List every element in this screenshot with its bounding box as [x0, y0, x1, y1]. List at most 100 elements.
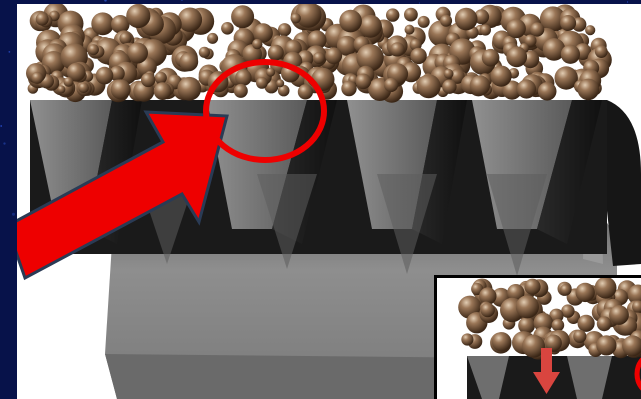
bead: [179, 52, 199, 72]
bead: [632, 300, 641, 314]
bead: [198, 46, 210, 58]
bead: [252, 38, 263, 50]
speckle: [0, 125, 3, 127]
bead: [533, 312, 553, 333]
wall-shadow: [257, 174, 317, 269]
inset-highlight-circle-icon: [634, 357, 641, 391]
bead: [417, 15, 430, 28]
highlight-circle-icon: [203, 59, 327, 163]
bead: [454, 7, 478, 31]
bead: [449, 68, 465, 84]
bead: [235, 69, 252, 86]
bead: [290, 13, 301, 24]
bead: [127, 42, 148, 64]
bead: [109, 65, 125, 82]
bead: [461, 333, 474, 346]
bead: [491, 332, 512, 352]
bead: [153, 82, 172, 100]
bead: [481, 48, 500, 67]
bead: [341, 80, 357, 97]
bead: [356, 44, 384, 72]
bead: [539, 6, 566, 33]
wall-shadow: [377, 174, 437, 274]
bead: [277, 84, 290, 97]
bead: [594, 278, 617, 299]
inset-channel-walls: [467, 356, 641, 399]
bead: [573, 329, 587, 343]
bead: [386, 8, 400, 22]
bead: [560, 15, 577, 31]
speckle: [3, 142, 6, 145]
bead: [443, 68, 454, 79]
bead: [154, 71, 167, 84]
bead: [307, 30, 327, 50]
speckle: [418, 2, 421, 4]
main-figure-panel: [17, 4, 641, 399]
bead: [404, 7, 418, 22]
bead: [596, 335, 617, 356]
wall-shadow: [487, 174, 547, 276]
bead: [88, 44, 99, 56]
bead: [390, 42, 405, 57]
bead: [561, 304, 575, 318]
bead: [542, 38, 566, 61]
speckle: [180, 0, 183, 2]
bead: [577, 78, 600, 101]
bead: [410, 47, 427, 65]
downward-arrow-icon: [533, 348, 560, 394]
bead: [31, 71, 44, 84]
bead: [57, 85, 66, 94]
bead: [336, 35, 357, 56]
bead: [560, 44, 581, 64]
bead-pile: [26, 4, 612, 103]
bead: [384, 77, 399, 93]
bead: [91, 12, 115, 36]
bead: [609, 305, 629, 325]
bead: [596, 316, 612, 332]
bead: [119, 32, 132, 45]
bead: [507, 284, 525, 302]
red-pointer-arrow-icon: [17, 110, 229, 281]
bead: [221, 22, 234, 35]
bead: [545, 334, 562, 352]
bead: [141, 72, 156, 88]
bead: [516, 79, 537, 99]
bead: [66, 62, 86, 82]
bead: [276, 79, 285, 88]
bead: [440, 14, 453, 27]
bead: [506, 46, 528, 68]
bead: [207, 32, 219, 44]
bead: [622, 335, 641, 357]
bead: [442, 79, 457, 94]
bead: [551, 318, 565, 332]
speckle: [104, 0, 107, 2]
bead: [594, 45, 608, 58]
bead: [312, 52, 325, 64]
bead: [518, 317, 535, 334]
speckle: [626, 1, 629, 3]
bead: [278, 23, 292, 37]
bead: [177, 76, 202, 101]
bead: [490, 65, 512, 87]
bead: [416, 74, 441, 99]
bead: [506, 18, 526, 39]
bead: [480, 302, 495, 318]
bead: [522, 334, 545, 358]
bead: [78, 82, 89, 94]
speckle: [8, 50, 11, 53]
bead: [111, 14, 130, 34]
speckle: [11, 212, 15, 216]
bead: [355, 73, 372, 90]
bead: [530, 22, 545, 37]
bead: [575, 282, 595, 303]
bead: [268, 44, 284, 61]
inset-channel-wall: [567, 356, 612, 399]
bead: [585, 25, 596, 36]
bead: [404, 24, 415, 35]
bead: [231, 5, 255, 29]
bead: [266, 67, 276, 77]
bead: [233, 83, 248, 98]
bead: [479, 287, 497, 305]
bead: [325, 47, 343, 65]
